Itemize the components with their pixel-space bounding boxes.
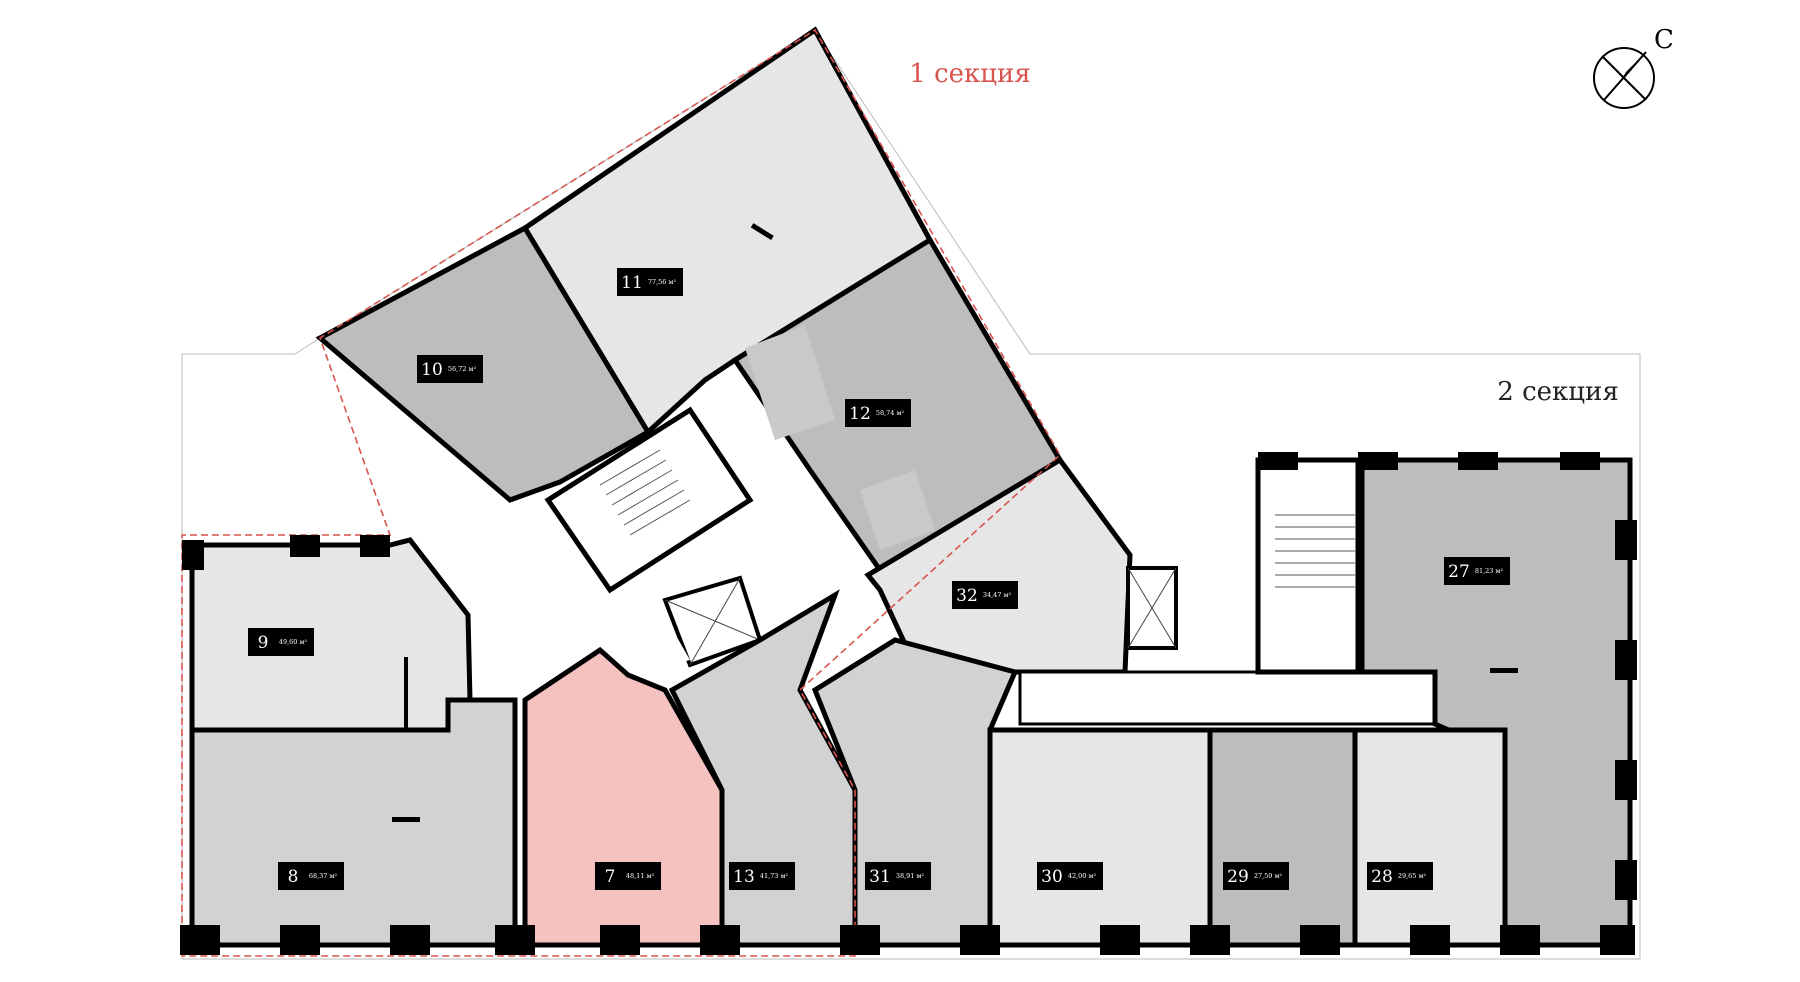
unit-labels: 7 48,11 м² 8 68,37 м² 9 49,60 м² 10 56,72 м² 11 7…	[248, 268, 1510, 890]
wall-piers	[180, 452, 1637, 955]
unit-label-bg	[865, 862, 931, 890]
balcony-12b	[860, 470, 935, 550]
unit-30-room	[987, 727, 1213, 948]
section-1-label: 1 секция	[909, 59, 1030, 89]
unit-label-bg	[1367, 862, 1433, 890]
section-1-boundary	[181, 28, 1062, 957]
unit-area: 34,47 м²	[983, 591, 1012, 599]
unit-label-bg	[617, 268, 683, 296]
compass-north-icon	[1593, 47, 1655, 109]
unit-area: 58,74 м²	[876, 409, 905, 417]
unit-area: 41,73 м²	[760, 872, 789, 880]
lower-block-1	[189, 537, 1019, 948]
corridor-1	[470, 590, 690, 705]
unit-label-32[interactable]: 32 34,47 м²	[952, 581, 1018, 609]
unit-label-bg	[729, 862, 795, 890]
unit-label-30[interactable]: 30 42,00 м²	[1037, 862, 1103, 890]
unit-area: 68,37 м²	[309, 872, 338, 880]
unit-area: 56,72 м²	[448, 365, 477, 373]
unit-label-31[interactable]: 31 38,91 м²	[865, 862, 931, 890]
unit-number: 27	[1448, 562, 1470, 582]
unit-label-10[interactable]: 10 56,72 м²	[417, 355, 483, 383]
unit-label-bg	[1444, 557, 1510, 585]
unit-label-28[interactable]: 28 29,65 м²	[1367, 862, 1433, 890]
unit-label-bg	[595, 862, 661, 890]
unit-label-12[interactable]: 12 58,74 м²	[845, 399, 911, 427]
stair-steps-1	[599, 449, 691, 536]
unit-number: 12	[849, 404, 871, 424]
unit-9-room	[189, 537, 473, 733]
unit-7-room	[522, 646, 725, 948]
unit-28-room	[1352, 727, 1508, 948]
block-section-2	[987, 457, 1633, 948]
unit-label-8[interactable]: 8 68,37 м²	[278, 862, 344, 890]
unit-label-29[interactable]: 29 27,59 м²	[1223, 862, 1289, 890]
unit-area: 38,91 м²	[896, 872, 925, 880]
unit-label-11[interactable]: 11 77,56 м²	[617, 268, 683, 296]
compass-direction-letter: С	[1654, 25, 1674, 55]
unit-label-bg	[248, 628, 314, 656]
unit-area: 49,60 м²	[279, 638, 308, 646]
unit-label-bg	[845, 399, 911, 427]
unit-number: 7	[605, 867, 616, 887]
unit-label-27[interactable]: 27 81,23 м²	[1444, 557, 1510, 585]
core-section-1	[470, 406, 763, 705]
unit-number: 9	[258, 633, 269, 653]
balcony-12	[745, 325, 835, 440]
unit-number: 32	[956, 586, 978, 606]
unit-label-bg	[1037, 862, 1103, 890]
unit-area: 77,56 м²	[648, 278, 677, 286]
unit-label-bg	[1223, 862, 1289, 890]
unit-number: 30	[1041, 867, 1063, 887]
stair-steps-2	[1275, 514, 1355, 588]
unit-label-bg	[278, 862, 344, 890]
unit-number: 31	[869, 867, 891, 887]
unit-number: 8	[288, 867, 299, 887]
unit-area: 48,11 м²	[626, 872, 655, 880]
unit-area: 42,00 м²	[1068, 872, 1097, 880]
unit-label-7[interactable]: 7 48,11 м²	[595, 862, 661, 890]
unit-area: 27,59 м²	[1254, 872, 1283, 880]
unit-number: 13	[733, 867, 755, 887]
unit-number: 28	[1371, 867, 1393, 887]
unit-number: 11	[621, 273, 643, 293]
corridor-2	[1018, 670, 1437, 726]
unit-area: 81,23 м²	[1475, 567, 1504, 575]
rotated-block	[315, 26, 1133, 675]
unit-29-room	[1207, 727, 1358, 948]
section-2-label: 2 секция	[1497, 377, 1618, 407]
unit-number: 10	[421, 360, 443, 380]
stair-core-1	[544, 406, 754, 594]
unit-number: 29	[1227, 867, 1249, 887]
unit-label-bg	[417, 355, 483, 383]
unit-label-9[interactable]: 9 49,60 м²	[248, 628, 314, 656]
unit-label-bg	[952, 581, 1018, 609]
unit-area: 29,65 м²	[1398, 872, 1427, 880]
stair-core-2	[1255, 457, 1361, 675]
interior-details	[392, 223, 1518, 822]
unit-8-room	[189, 697, 518, 948]
unit-label-13[interactable]: 13 41,73 м²	[729, 862, 795, 890]
